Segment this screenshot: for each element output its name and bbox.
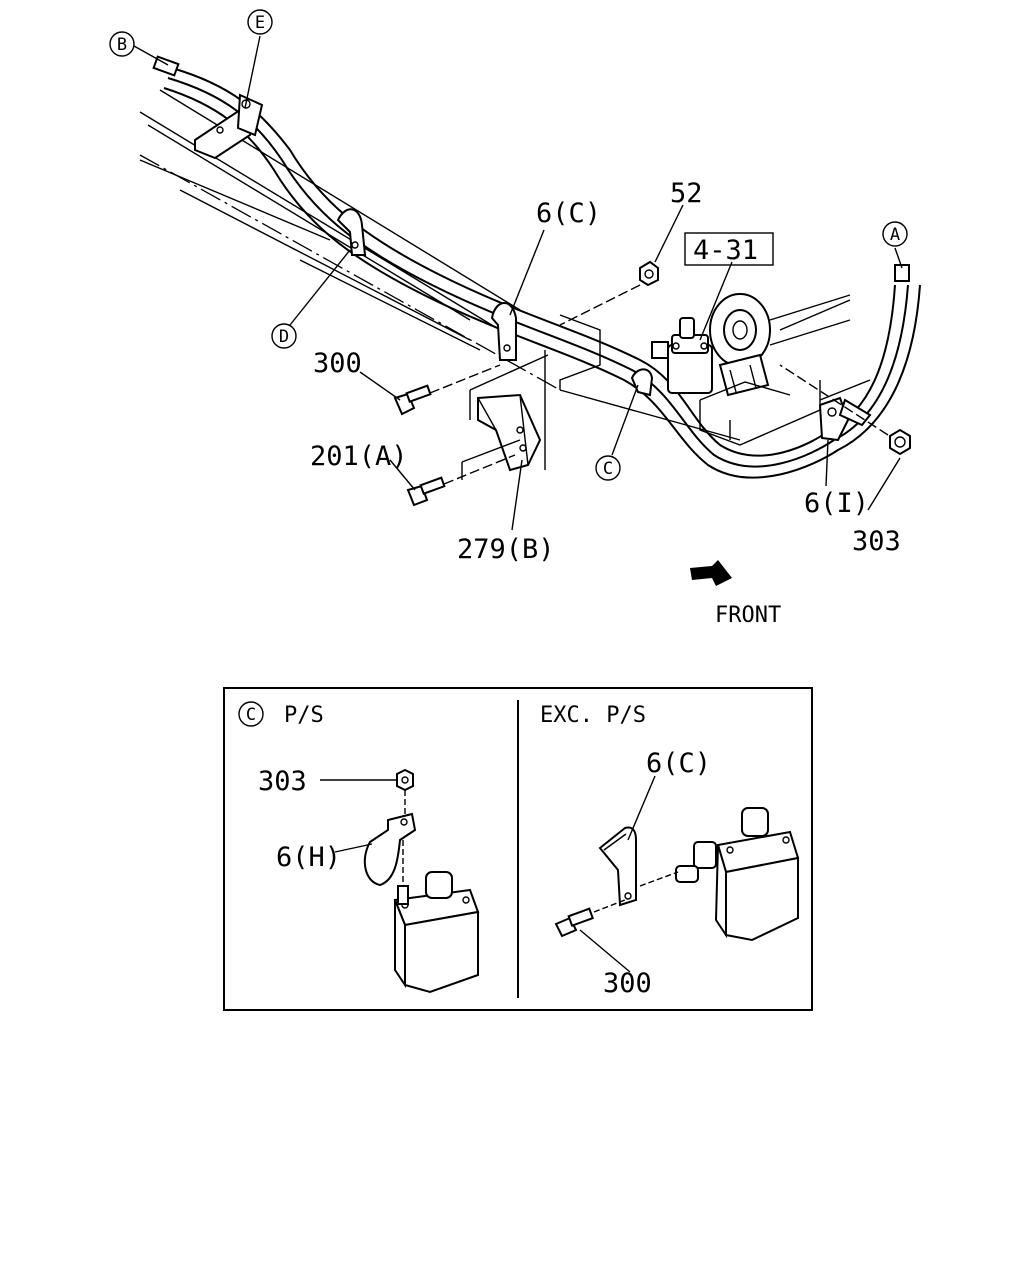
callout-e: E — [247, 9, 273, 35]
detail-left-nut — [320, 768, 414, 792]
label-300: 300 — [313, 348, 362, 379]
nut-303 — [779, 364, 911, 456]
detail-right-title: EXC. P/S — [540, 703, 646, 728]
detail-callout-c: C — [246, 705, 256, 725]
detail-left-title: P/S — [284, 703, 324, 728]
callout-c: C — [595, 455, 621, 481]
callout-a: A — [882, 221, 908, 247]
clip-d — [336, 208, 367, 256]
bolt-201a — [406, 454, 516, 507]
label-303: 303 — [852, 526, 901, 557]
callout-c-text: C — [603, 459, 613, 479]
callout-d-text: D — [279, 327, 289, 347]
pulley-assembly — [699, 293, 851, 401]
callout-b-text: B — [117, 35, 127, 55]
bracket-279b — [461, 354, 549, 480]
detail-right-solenoid — [639, 807, 800, 942]
detail-label-6h: 6(H) — [276, 842, 341, 873]
clip-6c — [490, 302, 517, 361]
solenoid-valve-4-31 — [651, 317, 713, 394]
callout-a-text: A — [890, 225, 900, 245]
detail-left-clip — [334, 790, 417, 887]
callout-e-text: E — [255, 13, 265, 33]
label-4-31-box: 4-31 — [684, 232, 774, 266]
detail-left-solenoid — [393, 840, 480, 994]
label-52: 52 — [670, 178, 703, 209]
callout-b: B — [109, 31, 135, 57]
detail-label-303: 303 — [258, 766, 307, 797]
callout-d: D — [271, 323, 297, 349]
detail-right-clip — [598, 775, 656, 907]
label-4-31: 4-31 — [693, 235, 758, 266]
label-6i: 6(I) — [804, 488, 869, 519]
clip-e — [194, 93, 264, 160]
label-front: FRONT — [715, 603, 781, 628]
label-6c: 6(C) — [536, 198, 601, 229]
label-279b: 279(B) — [457, 534, 555, 565]
leader-lines — [133, 35, 903, 531]
detail-label-6c: 6(C) — [646, 748, 711, 779]
front-arrow-icon — [690, 560, 732, 586]
fuel-pipes — [152, 55, 921, 479]
label-201a: 201(A) — [310, 441, 408, 472]
detail-inset: C P/S EXC. P/S 303 6(H) — [223, 687, 813, 1011]
detail-right-bolt — [554, 899, 631, 973]
nut-52 — [559, 260, 659, 326]
detail-label-300: 300 — [603, 968, 652, 999]
